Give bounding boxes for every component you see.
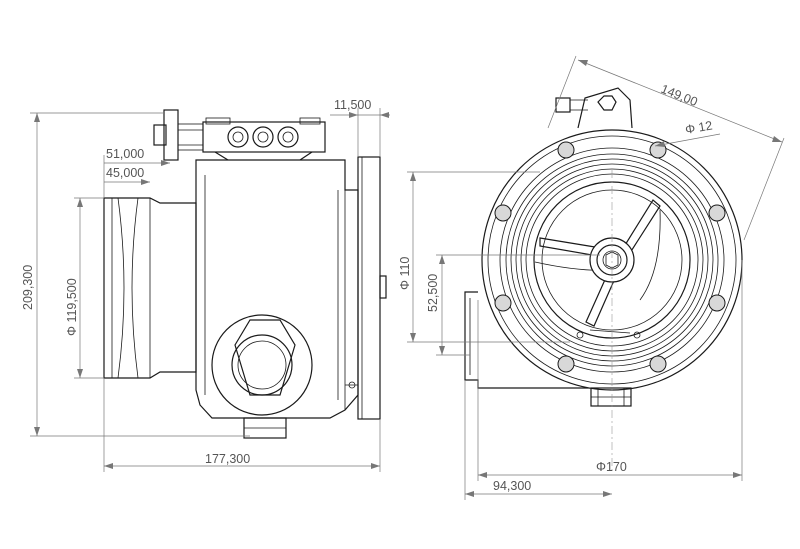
front-bolt-hole	[494, 294, 512, 312]
front-bolt-hole	[649, 355, 667, 373]
dim-offset-51: 51,000	[106, 147, 144, 161]
side-main-body	[195, 159, 359, 419]
front-top-fitting	[555, 87, 633, 129]
dim-overall-length: 177,300	[205, 452, 250, 466]
side-hex-nut	[234, 319, 296, 396]
front-bolt-hole	[557, 355, 575, 373]
side-port-ring-outer	[211, 314, 313, 416]
side-port-1	[227, 126, 249, 148]
side-flange-bolt	[379, 275, 387, 299]
front-bolt-hole	[708, 204, 726, 222]
front-view	[464, 87, 743, 470]
dim-flange-thickness: 11,500	[334, 98, 371, 112]
front-bolt-hole	[557, 141, 575, 159]
dim-offset-52: 52,500	[426, 274, 440, 312]
dim-offset-45: 45,000	[106, 166, 144, 180]
dim-hole-diameter: Φ 12	[684, 118, 713, 137]
dim-bore-diameter: Φ 119,500	[65, 278, 79, 336]
side-port-2	[252, 126, 274, 148]
dim-offset-94: 94,300	[493, 479, 531, 493]
side-flange	[357, 156, 381, 420]
side-inlet-adapter	[103, 197, 197, 379]
dim-inner-diameter: Φ 110	[398, 257, 412, 290]
front-bolt-hole	[708, 294, 726, 312]
side-view	[103, 109, 387, 439]
front-bolt-hole	[494, 204, 512, 222]
dim-diagonal: 149,00	[659, 82, 700, 109]
side-dimensions: 209,300 Φ 119,500 51,000 45,000 11,500 1…	[21, 98, 390, 472]
side-port-3	[277, 126, 299, 148]
dim-outer-diameter: Φ170	[596, 460, 627, 474]
front-base-bracket	[464, 291, 590, 389]
dim-overall-height: 209,300	[21, 265, 35, 310]
